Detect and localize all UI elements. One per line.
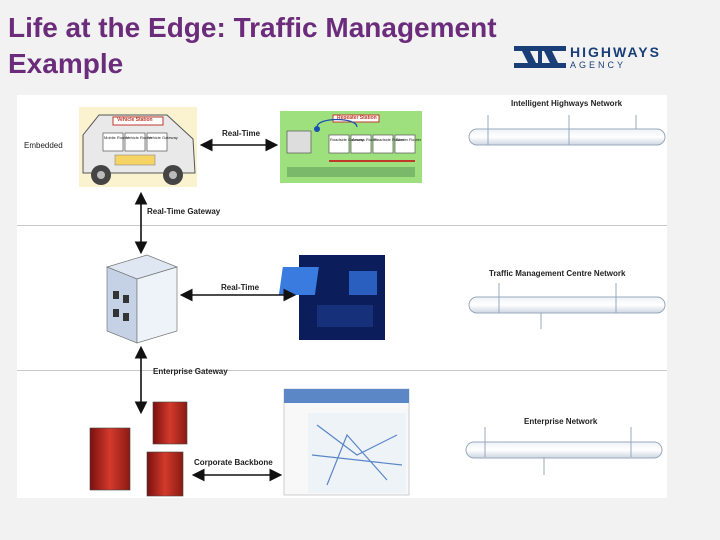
repeater-station-label: Repeater Station (337, 115, 377, 121)
intelligent-network-label: Intelligent Highways Network (511, 99, 623, 108)
tier-divider-2 (17, 370, 667, 371)
realtime-top-label: Real-Time (222, 129, 261, 138)
bridge-logo-icon (514, 46, 566, 68)
realtime-mid-label: Real-Time (221, 283, 260, 292)
network-pipe-enterprise (465, 427, 663, 475)
traffic-map-screenshot (283, 388, 410, 496)
corporate-backbone-label: Corporate Backbone (194, 458, 273, 467)
border-router-label: Border Router (396, 137, 422, 142)
vehicle-gateway-label: Vehicle Gateway (148, 135, 178, 140)
roadside-station-illustration (280, 111, 422, 183)
enterprise-network-label: Enterprise Network (524, 417, 598, 426)
server-illustration (89, 401, 188, 497)
access-router-label: Access Router (352, 137, 379, 142)
vehicle-station-label: Vehicle Station (117, 117, 153, 123)
logo-word-highways: HIGHWAYS (570, 44, 661, 60)
vehicle-illustration (79, 107, 197, 187)
tier-divider-1 (17, 225, 667, 226)
embedded-label: Embedded (24, 141, 63, 150)
control-room-photo (278, 255, 385, 340)
vehicle-router-label: Vehicle Router (126, 135, 153, 140)
slide-title: Life at the Edge: Traffic Management Exa… (8, 12, 497, 79)
realtime-gateway-label: Real-Time Gateway (147, 207, 221, 216)
mobile-router-label: Mobile Router (104, 135, 129, 140)
traffic-management-diagram: Embedded Real-Time Real-Time Gateway Rea… (17, 95, 667, 498)
highways-agency-logo: HIGHWAYS AGENCY (514, 42, 674, 74)
roadside-gateway-label: Roadside Gateway (330, 137, 364, 142)
diagram-graphics (79, 107, 666, 497)
network-pipe-traffic-centre (468, 283, 666, 329)
connection-arrows (134, 138, 297, 482)
enterprise-gateway-label: Enterprise Gateway (153, 367, 228, 376)
traffic-centre-network-label: Traffic Management Centre Network (489, 269, 626, 278)
roadside-router-label: Roadside Router (374, 137, 405, 142)
office-building-illustration (105, 254, 179, 344)
network-pipe-intelligent (468, 115, 666, 146)
logo-word-agency: AGENCY (570, 60, 627, 70)
